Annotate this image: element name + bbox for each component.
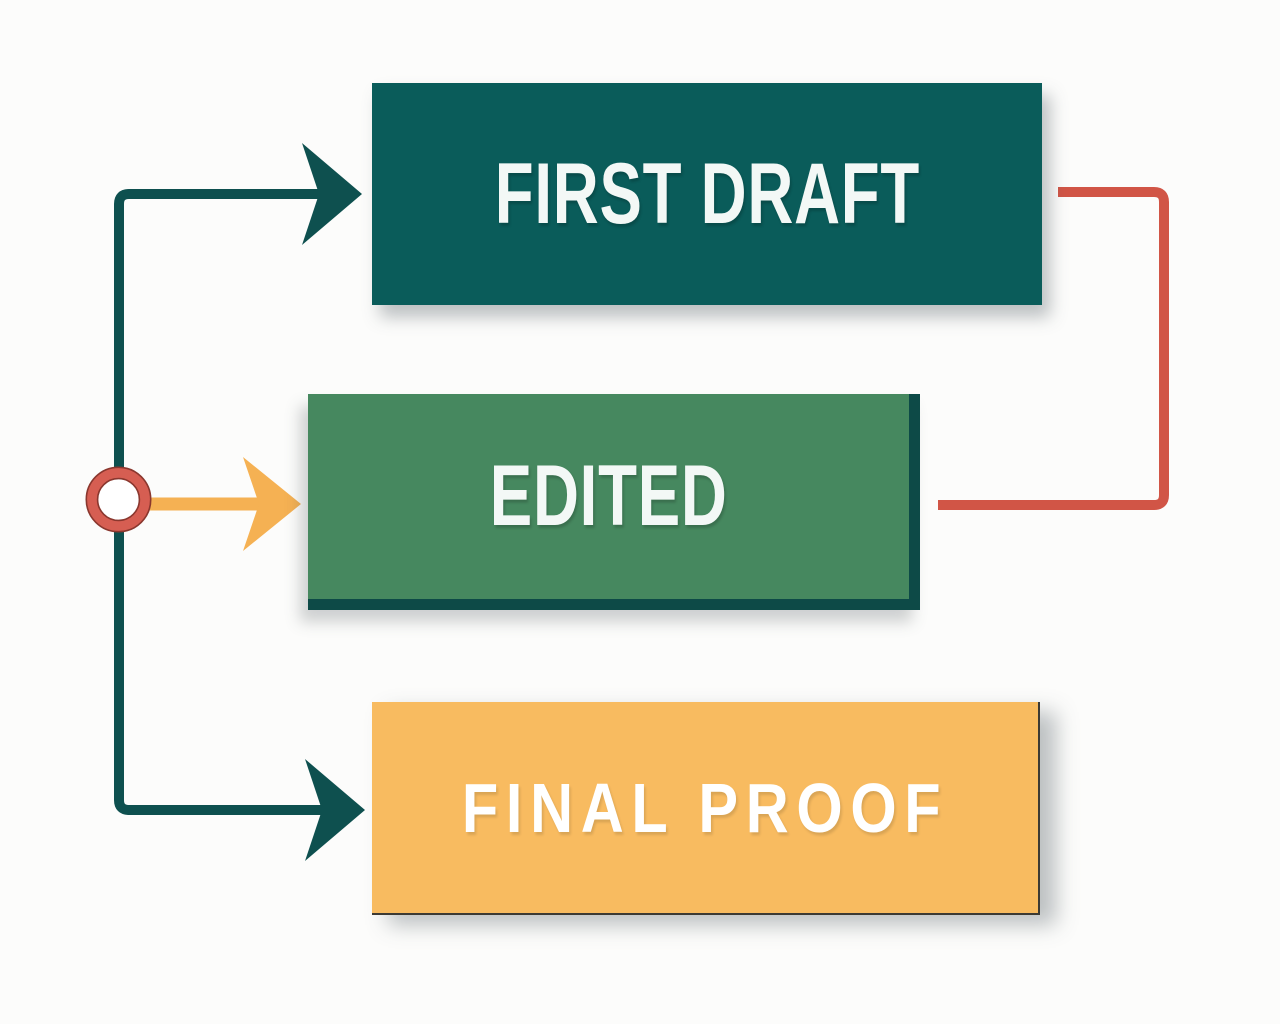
branch-circle-inner-outline bbox=[96, 477, 141, 522]
node-first-draft-label: FIRST DRAFT bbox=[494, 145, 920, 242]
node-final-proof-label: FINAL PROOF bbox=[461, 768, 949, 847]
arrowhead-to-edited-icon bbox=[243, 457, 301, 551]
node-final-proof: FINAL PROOF bbox=[372, 702, 1040, 915]
node-edited: EDITED bbox=[308, 394, 920, 610]
branch-circle-ring bbox=[86, 467, 151, 532]
arrowhead-to-first-draft-icon bbox=[302, 143, 362, 245]
node-first-draft: FIRST DRAFT bbox=[372, 83, 1042, 305]
arrowhead-to-final-proof-icon bbox=[305, 759, 365, 861]
feedback-connector bbox=[938, 187, 1169, 510]
node-edited-label: EDITED bbox=[489, 448, 728, 544]
branch-circle-outer-outline bbox=[85, 466, 152, 533]
